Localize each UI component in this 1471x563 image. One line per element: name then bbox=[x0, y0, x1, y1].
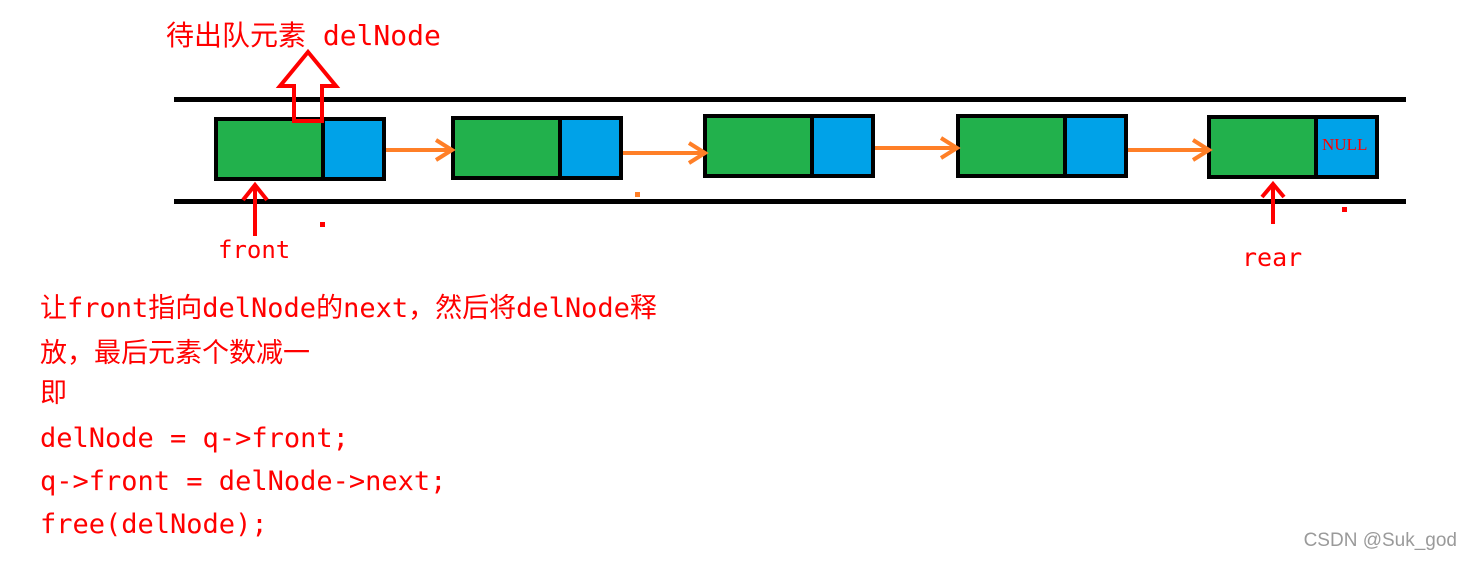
code-line-2: q->front = delNode->next; bbox=[40, 466, 447, 497]
node-next-cell: NULL bbox=[1318, 119, 1375, 175]
description-line-3: 即 bbox=[40, 378, 67, 409]
node-data-cell bbox=[707, 118, 814, 174]
queue-node-3 bbox=[703, 114, 875, 178]
rear-pointer-arrow-icon bbox=[1260, 180, 1286, 224]
node-data-cell bbox=[1211, 119, 1318, 175]
csdn-watermark: CSDN @Suk_god bbox=[1303, 530, 1457, 551]
null-label: NULL bbox=[1322, 135, 1368, 154]
queue-top-rail bbox=[174, 97, 1406, 102]
front-label: front bbox=[218, 236, 291, 264]
front-pointer-arrow-icon bbox=[241, 181, 269, 236]
stray-dot bbox=[635, 192, 640, 197]
node-data-cell bbox=[218, 121, 325, 177]
node-data-cell bbox=[960, 118, 1067, 174]
queue-node-4 bbox=[956, 114, 1128, 178]
dequeue-title: 待出队元素 delNode bbox=[166, 19, 441, 52]
link-arrow-icon bbox=[386, 138, 456, 162]
description-line-1: 让front指向delNode的next，然后将delNode释 bbox=[40, 293, 657, 324]
node-next-cell bbox=[814, 118, 871, 174]
queue-node-5: NULL bbox=[1207, 115, 1379, 179]
code-line-1: delNode = q->front; bbox=[40, 423, 349, 454]
queue-node-1 bbox=[214, 117, 386, 181]
node-next-cell bbox=[325, 121, 382, 177]
stray-dot bbox=[1342, 207, 1347, 212]
rear-label: rear bbox=[1242, 243, 1303, 272]
node-next-cell bbox=[562, 120, 619, 176]
dequeue-up-arrow-icon bbox=[275, 48, 341, 123]
queue-bottom-rail bbox=[174, 199, 1406, 204]
node-next-cell bbox=[1067, 118, 1124, 174]
queue-node-2 bbox=[451, 116, 623, 180]
link-arrow-icon bbox=[1128, 138, 1213, 162]
stray-dot bbox=[320, 222, 325, 227]
description-line-2: 放，最后元素个数减一 bbox=[40, 338, 310, 369]
link-arrow-icon bbox=[875, 136, 961, 160]
code-line-3: free(delNode); bbox=[40, 509, 268, 540]
link-arrow-icon bbox=[623, 141, 709, 165]
node-data-cell bbox=[455, 120, 562, 176]
